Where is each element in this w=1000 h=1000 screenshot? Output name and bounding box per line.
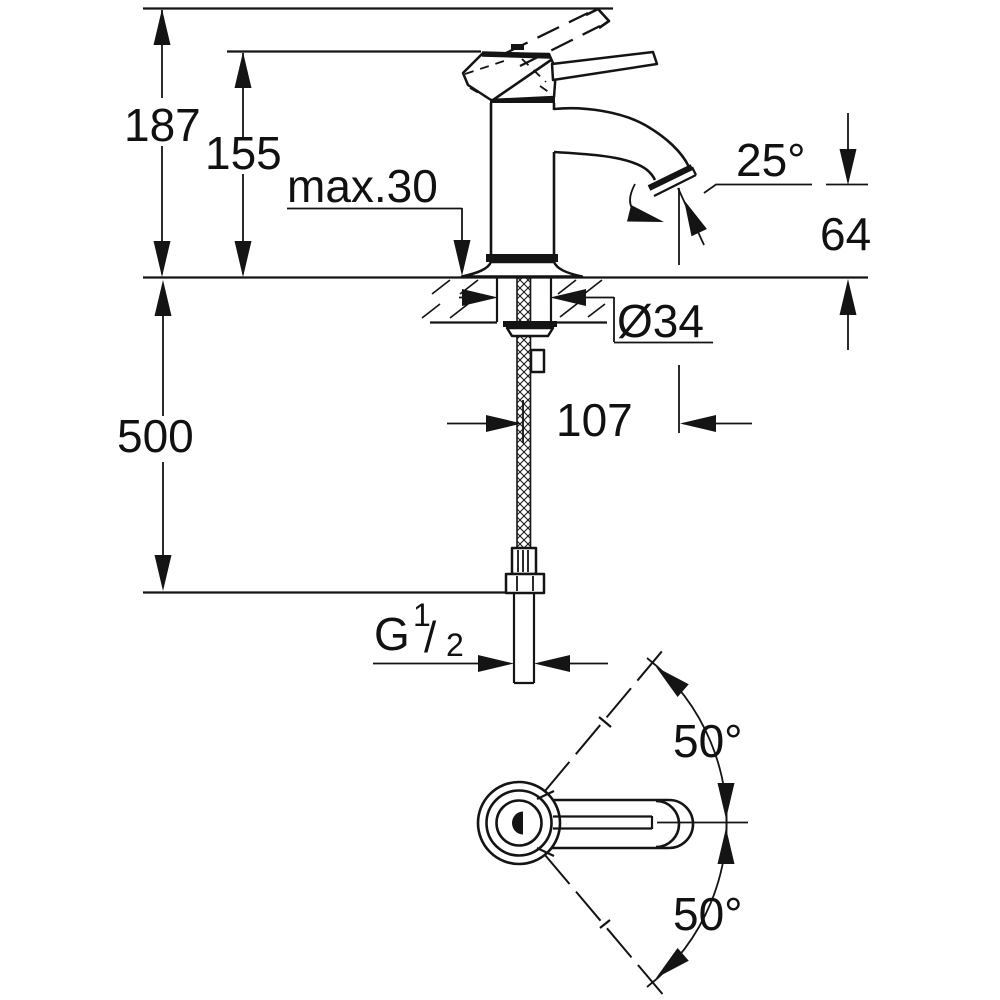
hose-fitting — [529, 348, 546, 374]
cartridge-marker — [512, 811, 523, 835]
dim-dia34: Ø34 — [459, 289, 713, 347]
dim-107: 107 — [447, 188, 752, 446]
dim-label-187: 187 — [124, 99, 201, 151]
faucet-side — [460, 7, 698, 685]
top-view: 50° 50° — [476, 649, 748, 998]
dim-label-50deg-lower: 50° — [673, 888, 743, 940]
dim-label-g: G — [374, 608, 410, 660]
locknut — [503, 321, 557, 327]
dim-label-155: 155 — [205, 127, 282, 179]
dim-155: 155 — [205, 52, 282, 277]
dim-label-g-den: 2 — [446, 627, 464, 663]
dim-label-g-slash: / — [424, 613, 437, 662]
dim-50deg-lower: 50° — [646, 797, 743, 988]
dim-label-g-num: 1 — [413, 597, 431, 633]
dim-label-500: 500 — [117, 410, 194, 462]
body-outer-circle — [476, 780, 562, 866]
dim-label-dia34: Ø34 — [617, 295, 704, 347]
base-flare — [460, 260, 584, 278]
dim-label-107: 107 — [556, 394, 633, 446]
dim-500: 500 — [117, 280, 194, 591]
faucet-top — [476, 649, 748, 998]
lever-top — [536, 790, 748, 857]
dim-g12: G 1 / 2 — [373, 597, 608, 672]
aerator — [647, 164, 694, 191]
dim-25deg: 25° — [676, 134, 812, 246]
lever-raised-ghost — [505, 7, 611, 68]
dim-64: 64 — [820, 113, 871, 350]
faucet-head — [461, 44, 558, 102]
dim-label-25deg: 25° — [736, 134, 806, 186]
lever-side — [550, 50, 659, 82]
hose-end — [504, 546, 546, 685]
water-flow-arrow — [627, 183, 667, 231]
spout — [553, 106, 698, 198]
side-view: 187 155 max.30 25° 64 — [117, 7, 871, 685]
dim-50deg-upper: 50° — [646, 657, 743, 848]
dim-label-64: 64 — [820, 208, 871, 260]
dim-187: 187 — [124, 9, 201, 277]
faucet-body — [460, 96, 584, 278]
dim-max30: max.30 — [287, 160, 471, 276]
dim-label-max30: max.30 — [287, 160, 438, 212]
dim-label-50deg-upper: 50° — [673, 715, 743, 767]
deck-section — [421, 277, 607, 324]
swing-range-lines — [544, 649, 666, 998]
